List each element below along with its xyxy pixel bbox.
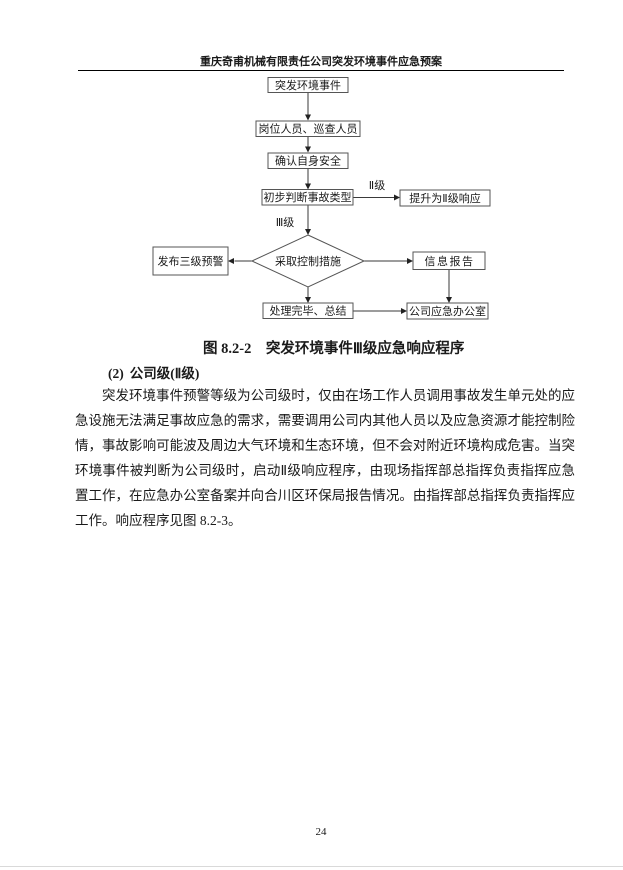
flow-node-report-label: 信息报告 — [425, 254, 475, 268]
section-heading: (2) 公司级(Ⅱ级) — [108, 362, 199, 382]
paragraph-line: 工作。响应程序见图 8.2-3。 — [75, 513, 242, 528]
flow-node-warning-label: 发布三级预警 — [158, 254, 224, 268]
flowchart: Ⅱ级 Ⅲ级 突发环境事件 岗位人员、巡查人员 确认自身安全 初步判断事故类型 提… — [152, 77, 491, 320]
figure-caption: 图 8.2-2 突发环境事件Ⅲ级应急响应程序 — [203, 341, 465, 357]
flow-node-start-box — [267, 77, 349, 93]
flow-node-judge-label: 初步判断事故类型 — [264, 190, 352, 204]
page-number: 24 — [315, 826, 327, 838]
flow-arrows — [228, 92, 452, 314]
flow-node-confirm-box — [267, 152, 349, 169]
section-number: (2) — [108, 366, 124, 381]
flow-node-upgrade-box — [399, 189, 491, 207]
flow-node-personnel-label: 岗位人员、巡查人员 — [259, 122, 358, 136]
body-paragraph: 突发环境事件预警等级为公司级时，仅由在场工作人员调用事故发生单元处的应 急设施无… — [75, 383, 575, 533]
flow-node-confirm-label: 确认自身安全 — [275, 154, 341, 168]
flow-node-start-label: 突发环境事件 — [275, 78, 341, 92]
flow-node-control-diamond — [250, 234, 366, 288]
document-header-title: 重庆奇甫机械有限责任公司突发环境事件应急预案 — [200, 56, 442, 68]
paragraph-line: 情，事故影响可能波及周边大气环境和生态环境，但不会对附近环境构成危害。当突发 — [75, 438, 575, 453]
flow-node-upgrade-label: 提升为Ⅱ级响应 — [409, 191, 480, 205]
flow-node-office-box — [406, 302, 489, 320]
flow-node-finish-box — [262, 302, 354, 319]
flow-node-control-label: 采取控制措施 — [275, 254, 341, 268]
paragraph-line: 置工作，在应急办公室备案并向合川区环保局报告情况。由指挥部总指挥负责指挥应急 — [75, 488, 575, 503]
flow-node-office-label: 公司应急办公室 — [409, 304, 486, 318]
flow-node-finish-label: 处理完毕、总结 — [270, 304, 347, 318]
flow-label-level2: Ⅱ级 — [369, 179, 385, 192]
flow-node-judge-box — [261, 189, 354, 206]
flow-node-warning-box — [152, 246, 229, 276]
section-title: 公司级(Ⅱ级) — [129, 366, 200, 381]
flow-node-personnel-box — [255, 120, 361, 137]
flow-label-level3: Ⅲ级 — [276, 216, 295, 229]
page-bottom-rule — [0, 866, 623, 867]
header-rule — [78, 69, 564, 71]
paragraph-line: 急设施无法满足事故应急的需求，需要调用公司内其他人员以及应急资源才能控制险 — [75, 413, 575, 428]
paragraph-line: 环境事件被判断为公司级时，启动Ⅱ级响应程序，由现场指挥部总指挥负责指挥应急处 — [75, 463, 575, 478]
flow-nodes: 突发环境事件 岗位人员、巡查人员 确认自身安全 初步判断事故类型 提升为Ⅱ级响应… — [152, 77, 491, 320]
flow-node-report-box — [412, 251, 486, 270]
paragraph-line: 突发环境事件预警等级为公司级时，仅由在场工作人员调用事故发生单元处的应 — [102, 388, 575, 403]
